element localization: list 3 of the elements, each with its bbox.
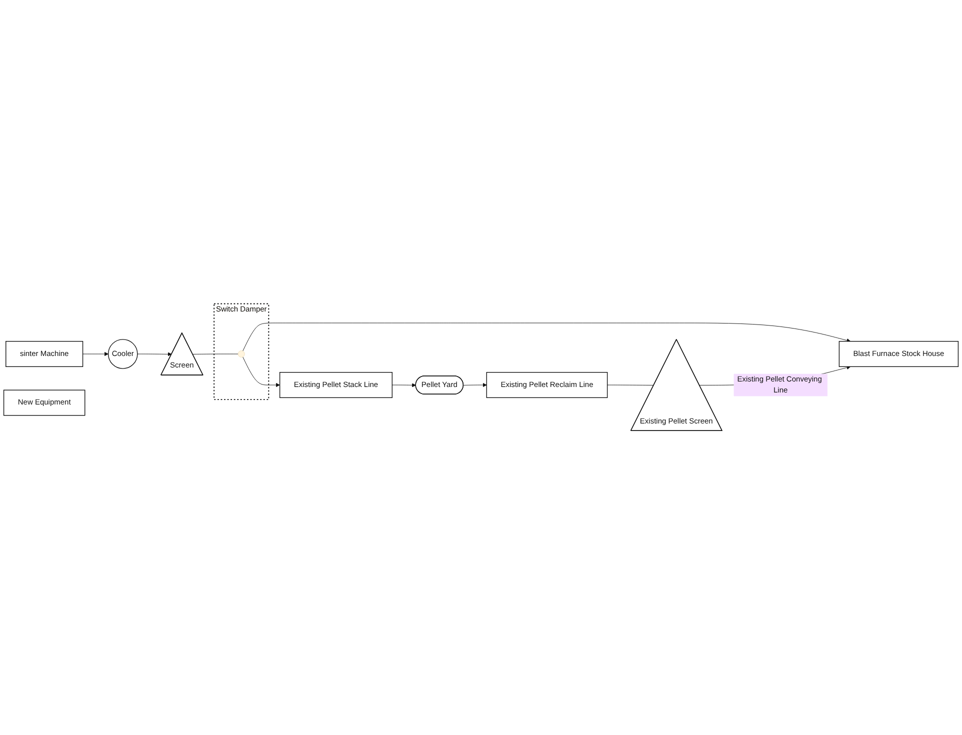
connector [192, 354, 238, 355]
node-circle [238, 350, 245, 358]
connector [607, 385, 654, 386]
